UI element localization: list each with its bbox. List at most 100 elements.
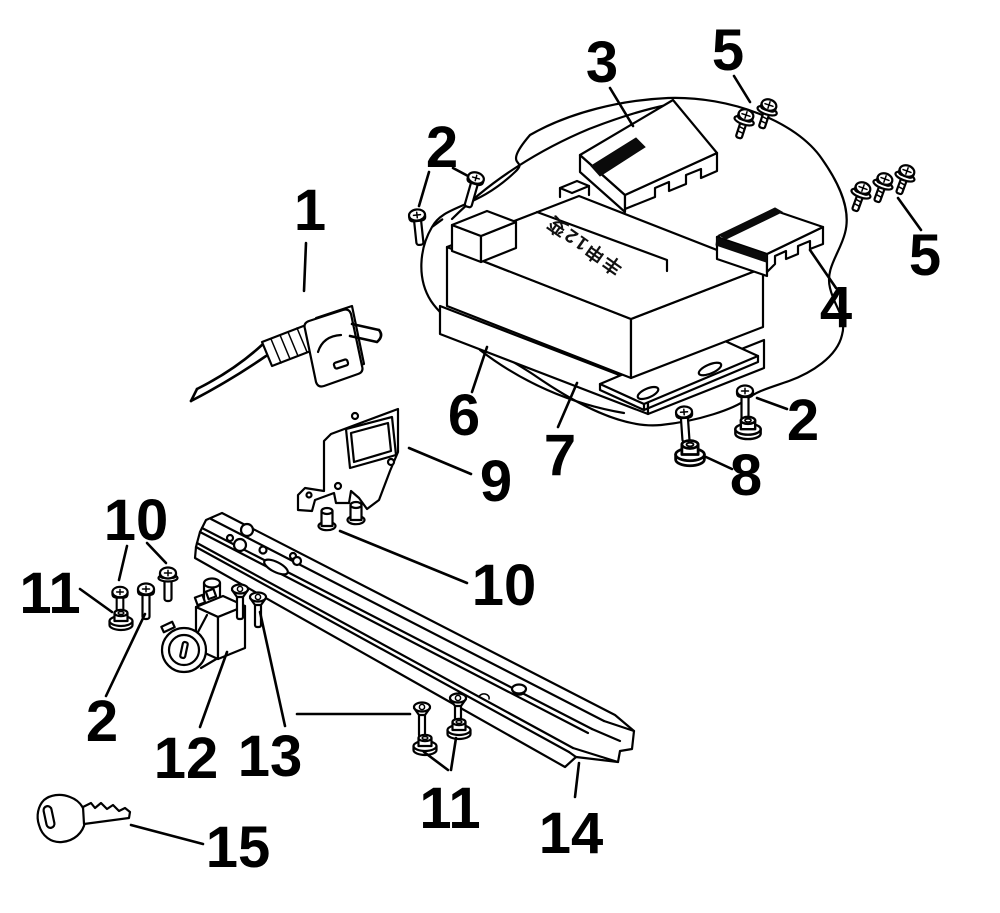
rail-line bbox=[194, 545, 571, 754]
lock-barrel-join bbox=[196, 613, 220, 670]
leader-line-part-11 bbox=[422, 750, 450, 772]
part-8-nut bbox=[674, 439, 706, 468]
callout-5: 5 bbox=[909, 223, 941, 288]
rail-hole bbox=[258, 545, 268, 555]
callout-2: 2 bbox=[787, 388, 819, 453]
cable-wire-end bbox=[189, 387, 199, 403]
lock-cylinder bbox=[160, 577, 247, 674]
leader-line-part-3 bbox=[608, 86, 635, 128]
battery-top-step bbox=[535, 210, 669, 273]
leader-line-part-2 bbox=[755, 396, 789, 411]
connector-slot bbox=[332, 358, 350, 370]
rail-slot bbox=[263, 558, 289, 576]
leader-line-part-1 bbox=[302, 241, 308, 293]
callout-6: 6 bbox=[448, 383, 480, 448]
callout-3: 3 bbox=[586, 30, 618, 95]
leader-line-part-5 bbox=[896, 196, 923, 232]
part-5-screw bbox=[844, 178, 876, 216]
key-head-slot bbox=[42, 805, 56, 829]
connector-hook bbox=[316, 333, 343, 354]
block3-top bbox=[578, 98, 719, 197]
leader-line-part-13 bbox=[258, 610, 287, 728]
rail-end-profile bbox=[567, 719, 636, 764]
lock-post-top bbox=[202, 577, 222, 589]
callout-2: 2 bbox=[86, 689, 118, 754]
leader-line-part-14 bbox=[573, 761, 581, 799]
leader-line-part-11 bbox=[78, 587, 114, 614]
rail-hole bbox=[232, 537, 248, 553]
callout-13: 13 bbox=[238, 724, 303, 789]
cover-bottom-lip bbox=[478, 348, 626, 415]
block4-stripe-top bbox=[717, 207, 784, 240]
foam-block-4 bbox=[715, 207, 825, 278]
part-11-nut bbox=[446, 717, 472, 741]
part-10-stud bbox=[346, 500, 366, 526]
callout-5: 5 bbox=[712, 18, 744, 83]
cable-boot-ribs bbox=[270, 327, 308, 364]
callout-11: 11 bbox=[419, 776, 480, 841]
bracket-hole bbox=[333, 481, 343, 491]
leader-line-part-5 bbox=[732, 74, 752, 104]
leader-line-part-15 bbox=[129, 823, 205, 846]
leader-line-part-9 bbox=[407, 446, 473, 476]
bracket-hole bbox=[305, 491, 313, 499]
leader-line-part-7 bbox=[556, 381, 579, 429]
part-8-nut bbox=[734, 415, 762, 441]
callout-1: 1 bbox=[294, 178, 326, 243]
bracket bbox=[296, 407, 400, 513]
connector-body bbox=[303, 308, 364, 388]
callout-12: 12 bbox=[154, 726, 219, 791]
rail-hole bbox=[510, 683, 528, 695]
leader-line-part-10 bbox=[338, 529, 469, 585]
bracket-hole bbox=[350, 411, 360, 421]
rail-bump bbox=[478, 693, 490, 700]
rail-body bbox=[193, 511, 636, 769]
leader-lines bbox=[78, 74, 923, 846]
leader-line-part-10 bbox=[117, 544, 129, 582]
bracket-window bbox=[344, 415, 398, 470]
callout-10: 10 bbox=[472, 553, 537, 618]
lock-terminal bbox=[204, 587, 218, 601]
cover-inner-lip bbox=[450, 103, 669, 221]
leader-line-part-6 bbox=[470, 345, 489, 394]
leader-line-part-4 bbox=[808, 248, 838, 290]
callout-14: 14 bbox=[539, 801, 604, 866]
block3-notched-face bbox=[623, 151, 719, 211]
callout-15: 15 bbox=[206, 815, 271, 880]
callout-11: 11 bbox=[19, 561, 80, 626]
flange-slot bbox=[636, 385, 660, 401]
lock-tab bbox=[160, 620, 176, 634]
cable-wire bbox=[189, 354, 268, 403]
leader-line-part-2 bbox=[417, 170, 431, 208]
rail-hole bbox=[239, 522, 255, 538]
callout-2: 2 bbox=[426, 115, 458, 180]
callout-8: 8 bbox=[730, 443, 762, 508]
lock-terminal bbox=[193, 593, 207, 607]
part-13-screw bbox=[248, 591, 268, 629]
block4-notched-face bbox=[765, 225, 825, 274]
bracket-hole bbox=[386, 457, 396, 467]
leader-line-part-12 bbox=[198, 650, 229, 729]
key-blade bbox=[81, 801, 132, 826]
leader-line-part-11 bbox=[449, 736, 458, 772]
part-2-screw bbox=[674, 404, 696, 444]
key bbox=[36, 793, 132, 844]
callout-4: 4 bbox=[820, 275, 852, 340]
block4-stripe-front bbox=[715, 237, 768, 263]
rail-hole-shadow bbox=[512, 690, 526, 696]
lock-keyway bbox=[179, 640, 189, 660]
flange-slot bbox=[697, 361, 723, 377]
rail-line bbox=[209, 517, 606, 723]
leader-line-part-2 bbox=[451, 166, 470, 178]
cable-wire bbox=[195, 342, 265, 391]
battery-tab-edges bbox=[558, 184, 591, 199]
rail-hole bbox=[225, 533, 235, 543]
leader-line-part-8 bbox=[704, 455, 734, 471]
cable-assembly bbox=[189, 304, 383, 403]
block3-stripe bbox=[590, 137, 646, 177]
part-10-screw bbox=[157, 566, 179, 603]
part-10-stud bbox=[317, 506, 337, 532]
